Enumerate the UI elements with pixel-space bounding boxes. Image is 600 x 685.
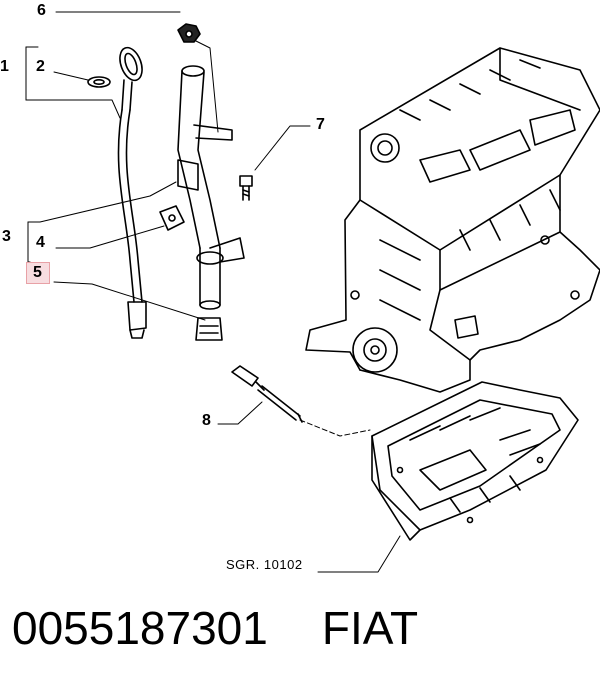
callout-3: 3 [2,228,11,245]
washer-icon [87,76,111,88]
brand-name: FIAT [321,602,419,654]
product-footer: 0055187301 FIAT [12,598,592,668]
engine-block-icon [305,47,600,393]
nut-icon [177,23,201,43]
callout-6: 6 [37,2,46,19]
oil-pan-icon [371,381,579,541]
highlight-box [26,262,50,284]
callout-8: 8 [202,412,211,429]
callout-1: 1 [0,58,9,75]
leader-lines [25,11,401,573]
engine-exploded-diagram [25,11,600,573]
sensor-icon [231,365,303,423]
part-number: 0055187301 [12,602,268,654]
callout-4: 4 [36,234,45,251]
callout-2: 2 [36,58,45,75]
guide-tube-icon [159,65,245,341]
callout-7: 7 [316,116,325,133]
callout-5[interactable]: 5 [33,264,42,281]
dipstick-icon [117,46,147,339]
bolt-icon [239,175,253,201]
diagram-code: SGR. 10102 [226,557,303,572]
